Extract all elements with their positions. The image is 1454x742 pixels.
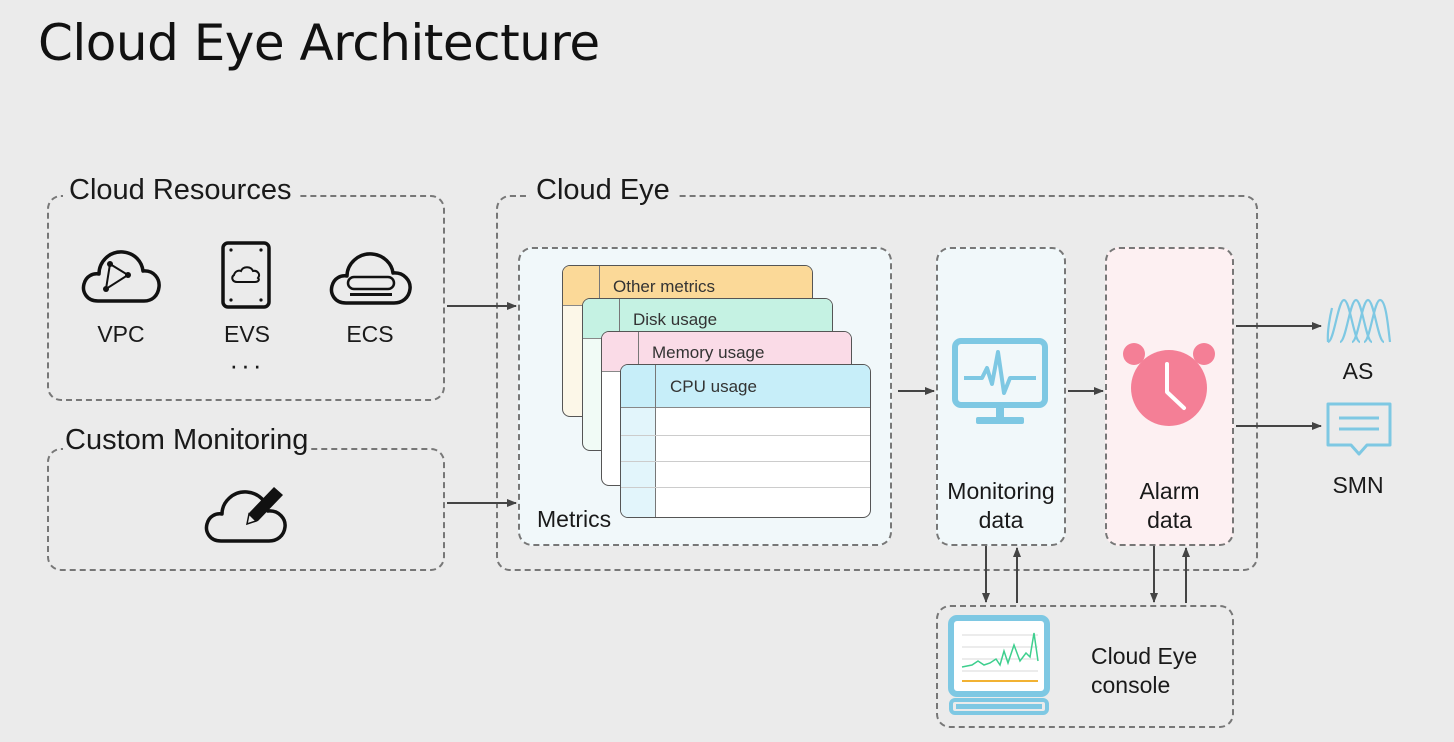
ecs-server-icon <box>329 252 412 305</box>
more-resources-ellipsis: ··· <box>229 350 265 380</box>
vpc-label: VPC <box>97 321 145 347</box>
monitoring-data-label: Monitoring data <box>936 477 1066 535</box>
console-chart-icon <box>948 615 1050 715</box>
cloud-eye-label: Cloud Eye <box>530 174 676 207</box>
monitor-heartbeat-icon <box>952 338 1048 424</box>
ecs-label: ECS <box>346 321 394 347</box>
monitoring-data-line2: data <box>978 507 1024 533</box>
alarm-clock-icon <box>1123 343 1215 426</box>
metrics-label: Metrics <box>537 506 612 532</box>
vpc-cloud-icon <box>81 250 161 303</box>
evs-disk-icon <box>221 241 271 309</box>
console-label: Cloud Eye console <box>1091 642 1197 700</box>
message-notification-icon <box>1326 402 1392 456</box>
cpu-card-row-line <box>621 435 870 436</box>
cpu-card-row-line <box>621 487 870 488</box>
alarm-data-label: Alarm data <box>1105 477 1234 535</box>
console-group <box>936 605 1234 728</box>
cloud-edit-icon <box>204 487 287 543</box>
custom-monitoring-label: Custom Monitoring <box>63 424 311 457</box>
cloud-resources-label: Cloud Resources <box>63 174 298 207</box>
metric-card-cpu: CPU usage <box>620 364 871 518</box>
cpu-card-row-line <box>621 461 870 462</box>
cloud-eye-group <box>496 195 1258 571</box>
auto-scaling-icon <box>1326 298 1392 344</box>
console-label-line2: console <box>1091 672 1171 698</box>
alarm-data-line1: Alarm <box>1139 478 1200 504</box>
console-label-line1: Cloud Eye <box>1091 643 1198 669</box>
as-label: AS <box>1342 358 1374 384</box>
monitoring-data-line1: Monitoring <box>947 478 1055 504</box>
evs-label: EVS <box>223 321 271 347</box>
alarm-data-line2: data <box>1147 507 1192 533</box>
smn-label: SMN <box>1332 472 1384 498</box>
page-title: Cloud Eye Architecture <box>38 14 600 72</box>
cpu-card-left-column <box>621 408 655 517</box>
